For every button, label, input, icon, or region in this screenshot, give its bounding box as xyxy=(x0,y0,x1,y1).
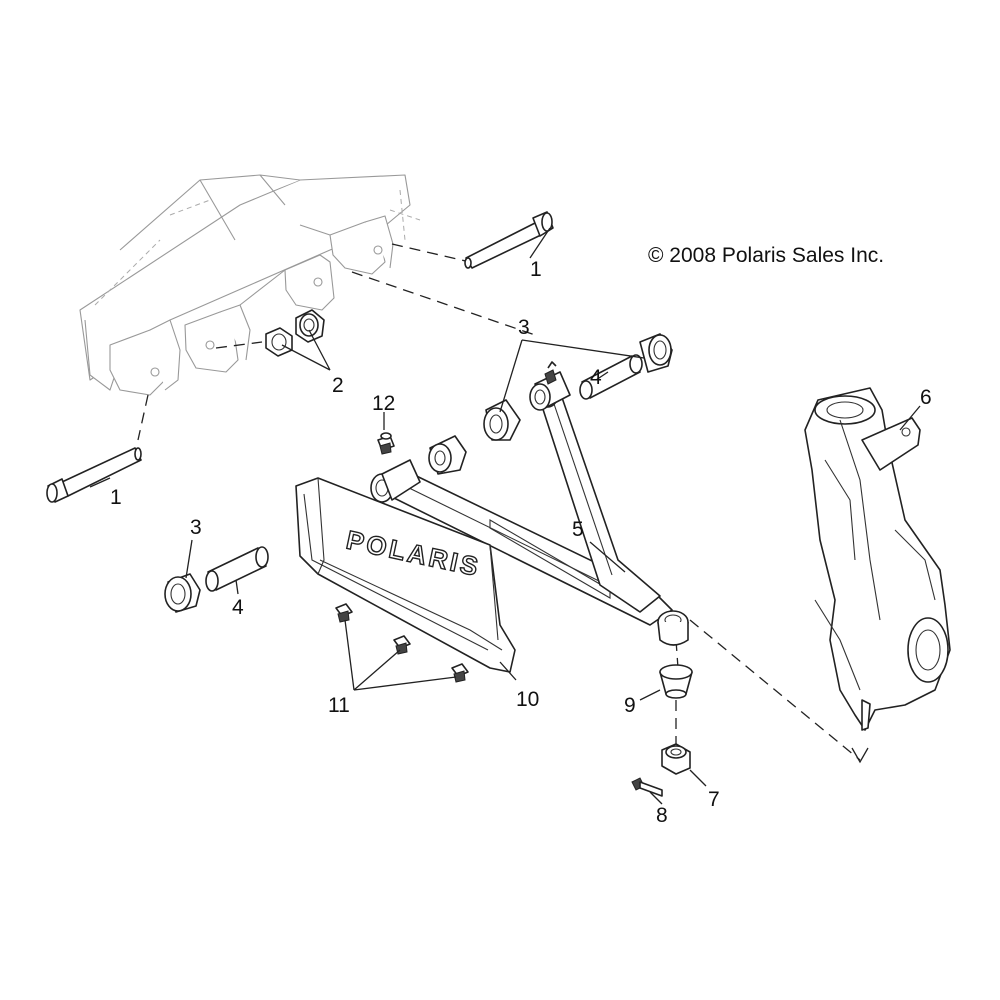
grease-fitting xyxy=(377,432,395,455)
callout-1-left: 1 xyxy=(110,486,122,509)
a-arm xyxy=(370,371,689,646)
callout-11: 11 xyxy=(328,694,350,717)
bolt-top xyxy=(464,211,554,269)
cotter-pin xyxy=(631,777,663,797)
a-arm-guard: POLARIS xyxy=(295,477,516,673)
callout-1-top: 1 xyxy=(530,258,542,281)
callout-10: 10 xyxy=(516,688,539,711)
callout-7: 7 xyxy=(708,788,720,811)
lock-nuts xyxy=(265,309,325,357)
assembly-lines xyxy=(137,243,869,764)
callout-9: 9 xyxy=(624,694,636,717)
callout-12: 12 xyxy=(372,392,395,415)
callout-4-left: 4 xyxy=(232,596,244,619)
callout-2: 2 xyxy=(332,374,344,397)
spindle xyxy=(804,387,951,731)
callout-5: 5 xyxy=(572,518,584,541)
castle-nut xyxy=(661,743,691,775)
loose-bushing-sleeve xyxy=(164,546,269,613)
callout-numbers: 1 1 2 3 3 4 4 5 6 7 8 9 10 11 12 xyxy=(110,258,932,827)
callout-8: 8 xyxy=(656,804,668,827)
callout-3-left: 3 xyxy=(190,516,202,539)
vehicle-frame xyxy=(79,174,421,396)
screws xyxy=(335,603,469,683)
copyright-text: © 2008 Polaris Sales Inc. xyxy=(648,244,884,267)
callout-4-arm: 4 xyxy=(590,366,602,389)
leader-lines xyxy=(89,227,921,805)
ball-joint-boot xyxy=(659,664,693,699)
bolt-left xyxy=(46,447,142,503)
callout-6: 6 xyxy=(920,386,932,409)
callout-3-arm: 3 xyxy=(518,316,530,339)
